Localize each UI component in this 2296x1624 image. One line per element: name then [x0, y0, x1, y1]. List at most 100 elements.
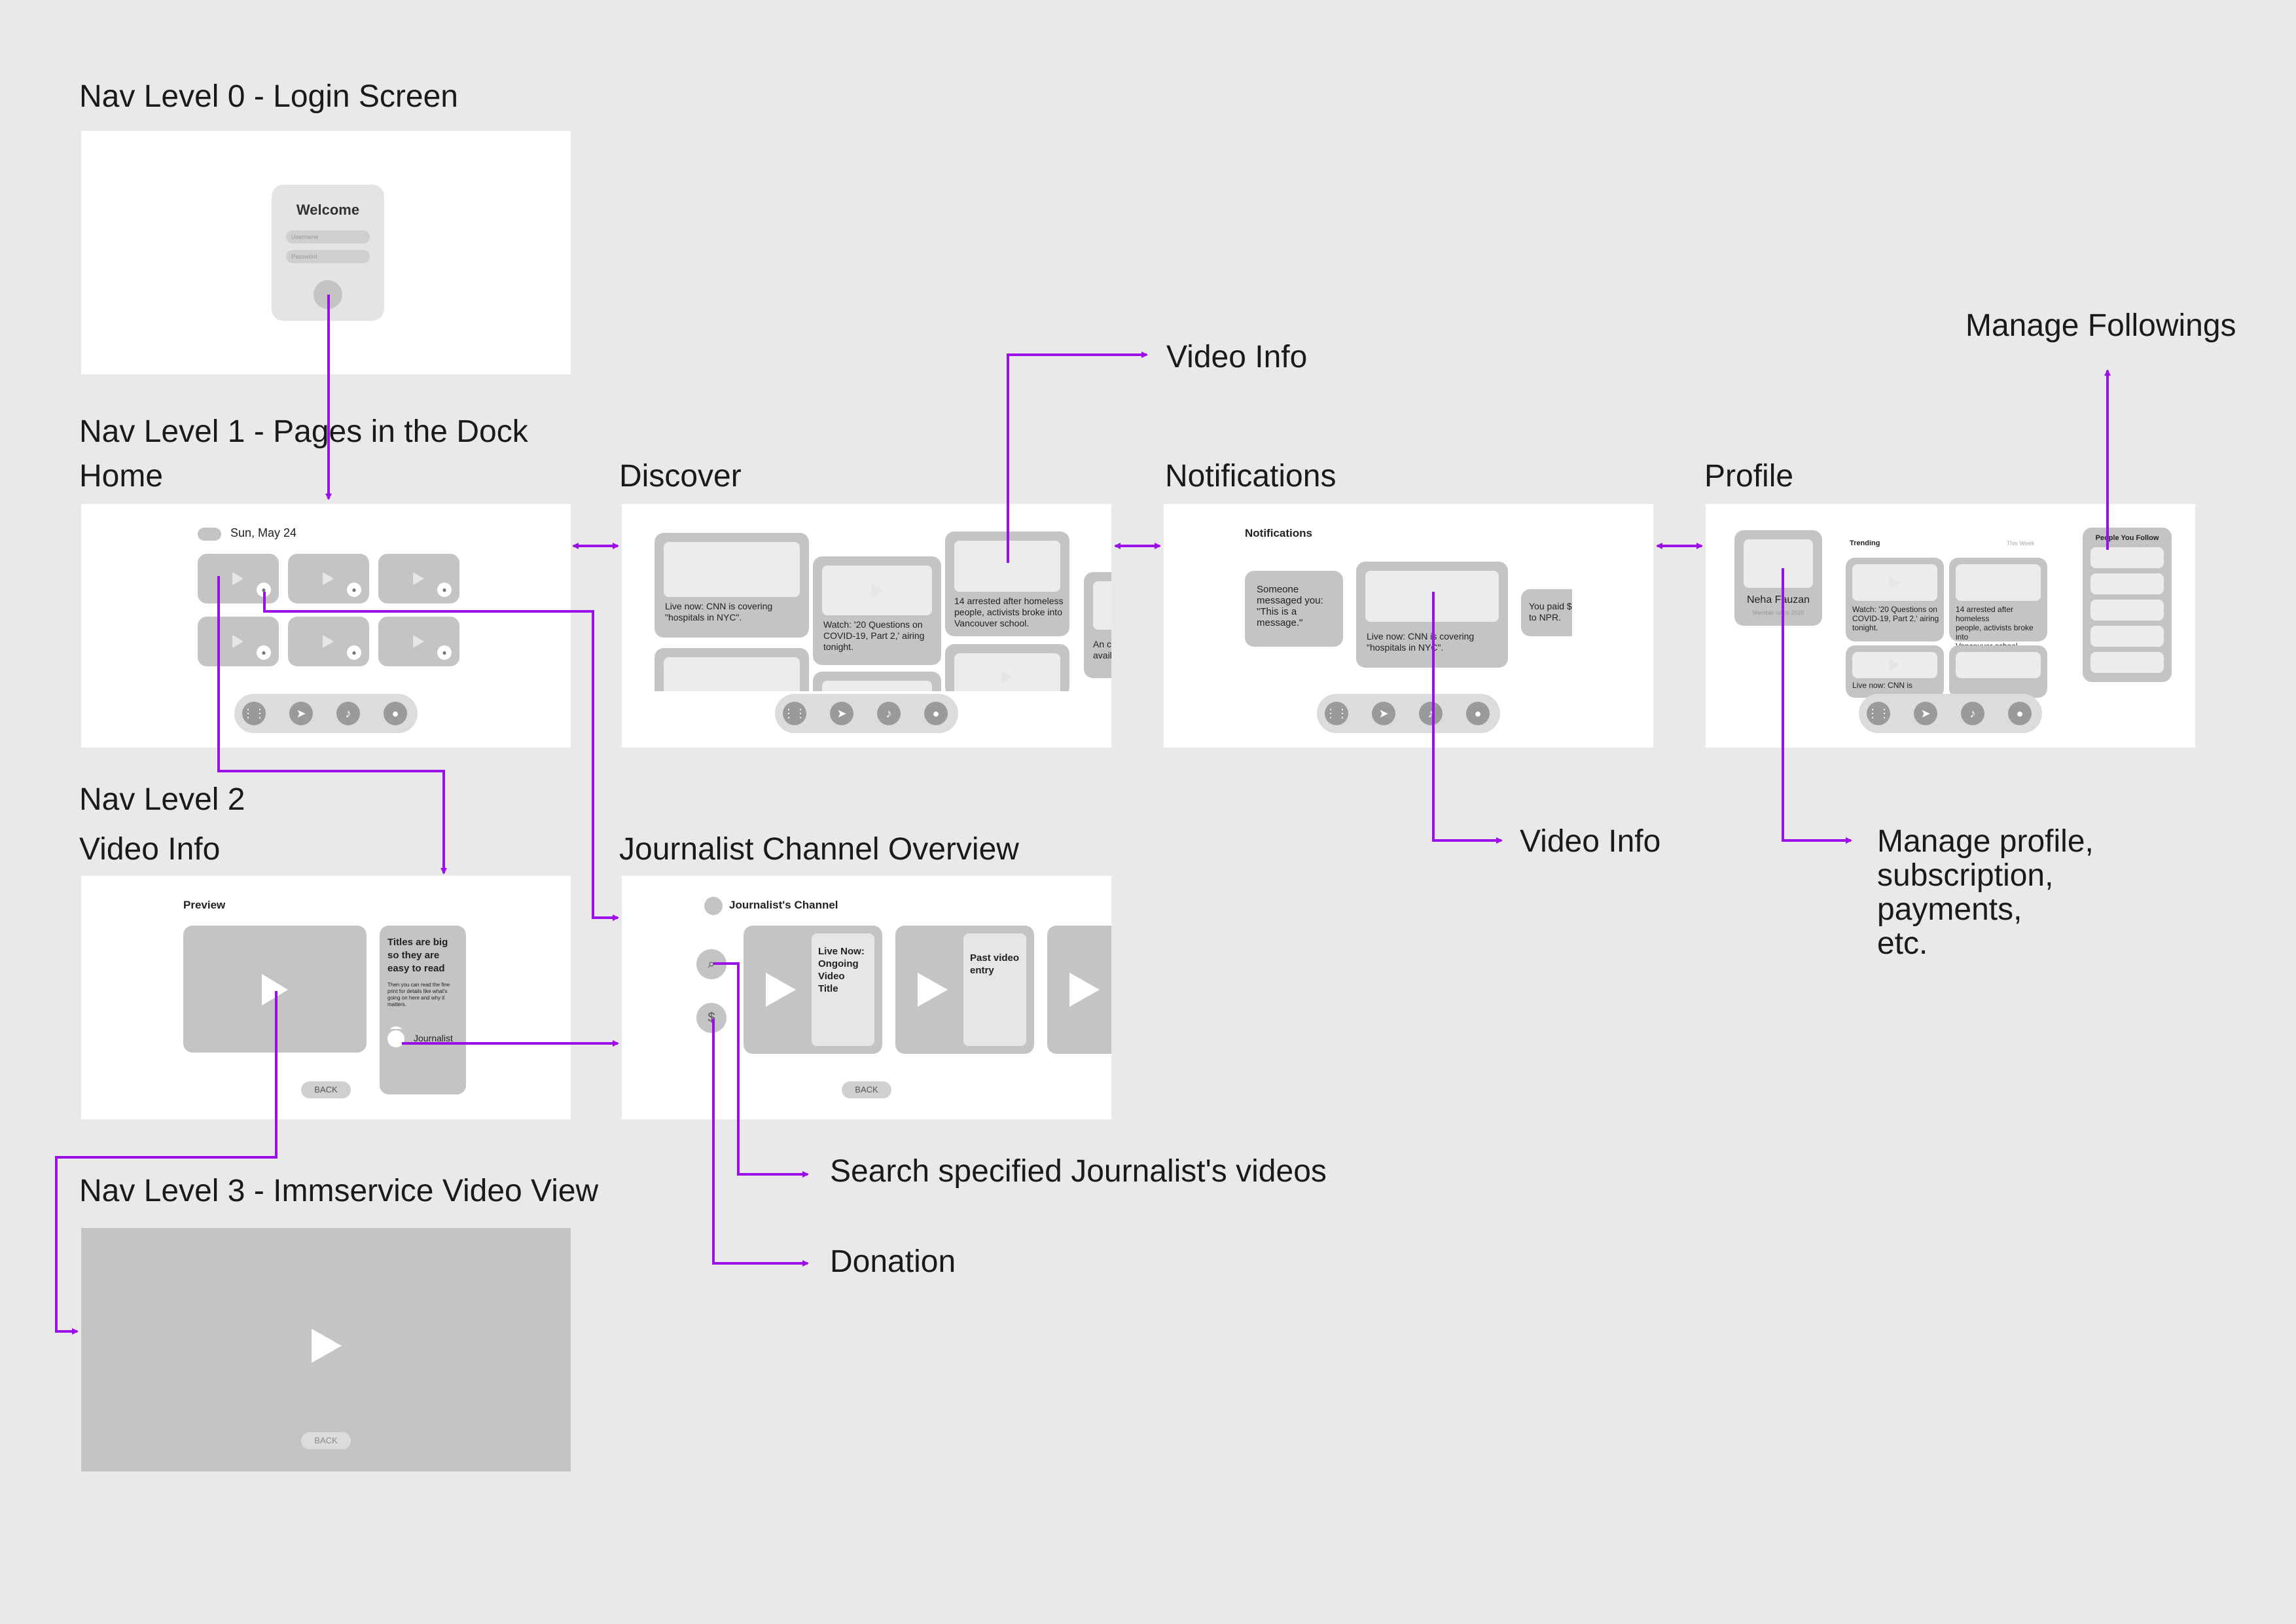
- play-icon: [1889, 659, 1900, 672]
- trending-card-text: Watch: '20 Questions on COVID-19, Part 2…: [1852, 605, 1939, 632]
- person-icon[interactable]: ●: [437, 645, 452, 660]
- journalist-avatar[interactable]: [387, 1030, 404, 1047]
- discover-cursor-icon[interactable]: ➤: [830, 702, 853, 725]
- following-item[interactable]: [2090, 547, 2164, 568]
- trending-label: Trending: [1850, 539, 1880, 547]
- annotation-search-videos: Search specified Journalist's videos: [830, 1154, 1327, 1189]
- profile-screen: Neha Fauzan Member since 2020 Trending T…: [1706, 504, 2195, 748]
- back-button[interactable]: BACK: [301, 1432, 351, 1449]
- apps-grid-icon[interactable]: ⋮⋮: [1325, 702, 1348, 725]
- following-item[interactable]: [2090, 652, 2164, 673]
- discover-card[interactable]: Live now: CNN is covering "hospitals in …: [655, 533, 809, 638]
- discover-card-text: Live now: CNN is covering "hospitals in …: [665, 601, 773, 623]
- profile-icon[interactable]: ●: [924, 702, 948, 725]
- discover-card[interactable]: [945, 644, 1069, 699]
- heading-profile: Profile: [1704, 459, 1794, 494]
- live-video-card[interactable]: Live Now: Ongoing Video Title: [744, 926, 882, 1054]
- video-info-screen: Preview Titles are big so they are easy …: [81, 876, 571, 1119]
- heading-nav-level-0: Nav Level 0 - Login Screen: [79, 79, 458, 114]
- video-thumbnail: [1093, 581, 1111, 630]
- past-video-title: Past video entry: [970, 952, 1020, 976]
- bell-icon[interactable]: ♪: [1419, 702, 1443, 725]
- message-text: Someone messaged you: "This is a message…: [1257, 584, 1323, 628]
- person-icon[interactable]: ●: [347, 645, 361, 660]
- video-title: Titles are big so they are easy to read: [387, 937, 448, 974]
- this-week-label: This Week: [2007, 540, 2035, 547]
- apps-grid-icon[interactable]: ⋮⋮: [242, 702, 266, 725]
- bell-icon[interactable]: ♪: [877, 702, 901, 725]
- discover-card-text: Watch: '20 Questions on COVID-19, Part 2…: [823, 619, 925, 652]
- discover-cursor-icon[interactable]: ➤: [1914, 702, 1937, 725]
- username-field[interactable]: Username: [286, 230, 370, 244]
- trending-card[interactable]: Live now: CNN is: [1846, 645, 1944, 698]
- password-field[interactable]: Password: [286, 250, 370, 263]
- profile-icon[interactable]: ●: [1466, 702, 1490, 725]
- play-icon: [918, 973, 948, 1007]
- home-video-tile[interactable]: ●: [378, 617, 459, 666]
- discover-card[interactable]: Watch: '20 Questions on COVID-19, Part 2…: [813, 556, 941, 665]
- trending-card[interactable]: [1949, 645, 2047, 698]
- profile-icon[interactable]: ●: [384, 702, 407, 725]
- heading-nav-level-2: Nav Level 2: [79, 782, 245, 817]
- play-icon: [1001, 670, 1013, 683]
- video-description: Then you can read the fine print for det…: [387, 982, 450, 1007]
- bell-icon[interactable]: ♪: [1961, 702, 1984, 725]
- home-video-tile[interactable]: ●: [288, 554, 369, 604]
- video-thumbnail: [1956, 652, 2041, 678]
- home-video-tile[interactable]: ●: [198, 554, 279, 604]
- apps-grid-icon[interactable]: ⋮⋮: [1867, 702, 1890, 725]
- avatar: [1744, 539, 1813, 588]
- trending-card[interactable]: 14 arrested after homeless people, activ…: [1949, 558, 2047, 651]
- profile-card[interactable]: Neha Fauzan Member since 2020: [1734, 530, 1822, 626]
- discover-screen: Live now: CNN is covering "hospitals in …: [622, 504, 1111, 748]
- play-icon: [232, 635, 243, 648]
- arrow-home-to-channel: [263, 592, 619, 921]
- past-video-card[interactable]: Past video entry: [895, 926, 1034, 1054]
- message-notification[interactable]: Someone messaged you: "This is a message…: [1245, 571, 1343, 647]
- back-button[interactable]: BACK: [301, 1081, 351, 1098]
- discover-card[interactable]: An c avail: [1084, 572, 1111, 678]
- journalist-link[interactable]: Journalist: [414, 1033, 453, 1043]
- video-thumbnail: [664, 542, 800, 597]
- dock: ⋮⋮ ➤ ♪ ●: [234, 694, 418, 733]
- person-icon[interactable]: ●: [437, 583, 452, 597]
- video-card[interactable]: [1047, 926, 1111, 1054]
- back-button[interactable]: BACK: [842, 1081, 891, 1098]
- following-panel: People You Follow: [2083, 528, 2172, 682]
- cloud-icon: [198, 528, 221, 541]
- clip: [1572, 583, 1653, 648]
- home-video-tile[interactable]: ●: [198, 617, 279, 666]
- person-icon[interactable]: ●: [347, 583, 361, 597]
- bell-icon[interactable]: ♪: [336, 702, 360, 725]
- person-icon[interactable]: ●: [257, 645, 271, 660]
- apps-grid-icon[interactable]: ⋮⋮: [783, 702, 806, 725]
- following-item[interactable]: [2090, 573, 2164, 594]
- notifications-title: Notifications: [1245, 527, 1312, 539]
- person-icon[interactable]: ●: [257, 583, 271, 597]
- arrow-to-video-view: [55, 991, 278, 1335]
- play-icon: [766, 973, 796, 1007]
- trending-card[interactable]: Watch: '20 Questions on COVID-19, Part 2…: [1846, 558, 1944, 641]
- discover-cursor-icon[interactable]: ➤: [289, 702, 313, 725]
- home-video-tile[interactable]: ●: [378, 554, 459, 604]
- donation-icon[interactable]: $: [696, 1003, 726, 1033]
- heading-nav-level-3: Nav Level 3 - Immservice Video View: [79, 1174, 599, 1208]
- heading-notifications: Notifications: [1165, 459, 1336, 494]
- heading-journalist-channel: Journalist Channel Overview: [619, 832, 1019, 867]
- play-icon[interactable]: [312, 1329, 342, 1363]
- following-item[interactable]: [2090, 626, 2164, 647]
- play-icon: [413, 635, 424, 648]
- play-icon: [1069, 973, 1100, 1007]
- login-title: Welcome: [296, 202, 360, 218]
- dock: ⋮⋮ ➤ ♪ ●: [775, 694, 958, 733]
- discover-cursor-icon[interactable]: ➤: [1372, 702, 1395, 725]
- dock: ⋮⋮ ➤ ♪ ●: [1317, 694, 1500, 733]
- home-video-tile[interactable]: ●: [288, 617, 369, 666]
- live-video-title: Live Now: Ongoing Video Title: [818, 946, 865, 994]
- discover-card[interactable]: 14 arrested after homeless people, activ…: [945, 532, 1069, 636]
- following-item[interactable]: [2090, 600, 2164, 621]
- profile-icon[interactable]: ●: [2008, 702, 2032, 725]
- annotation-manage-profile: Manage profile, subscription, payments, …: [1877, 824, 2094, 961]
- play-icon: [323, 572, 334, 585]
